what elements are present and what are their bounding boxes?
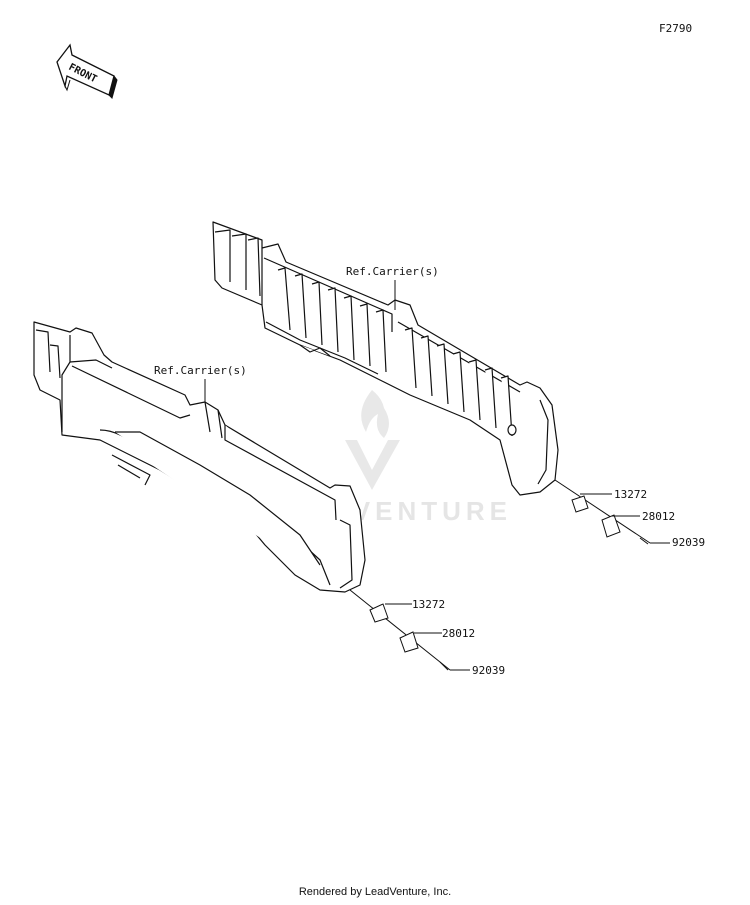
upper-part-28012: 28012 [642,510,675,523]
ref-carrier-lower-label: Ref.Carrier(s) [154,364,247,377]
upper-part-92039: 92039 [672,536,705,549]
footer-credit: Rendered by LeadVenture, Inc. [298,886,452,898]
front-arrow-icon: FRONT [56,43,118,99]
upper-carrier-part [212,221,559,496]
ref-carrier-upper-label: Ref.Carrier(s) [346,265,439,278]
lower-part-13272: 13272 [412,598,445,611]
figure-code: F2790 [659,22,692,35]
lower-part-92039: 92039 [472,664,505,677]
lower-fastener-set [349,589,451,671]
lower-part-28012: 28012 [442,627,475,640]
lower-carrier-part [33,321,366,593]
upper-part-13272: 13272 [614,488,647,501]
upper-fastener-set [554,479,651,545]
